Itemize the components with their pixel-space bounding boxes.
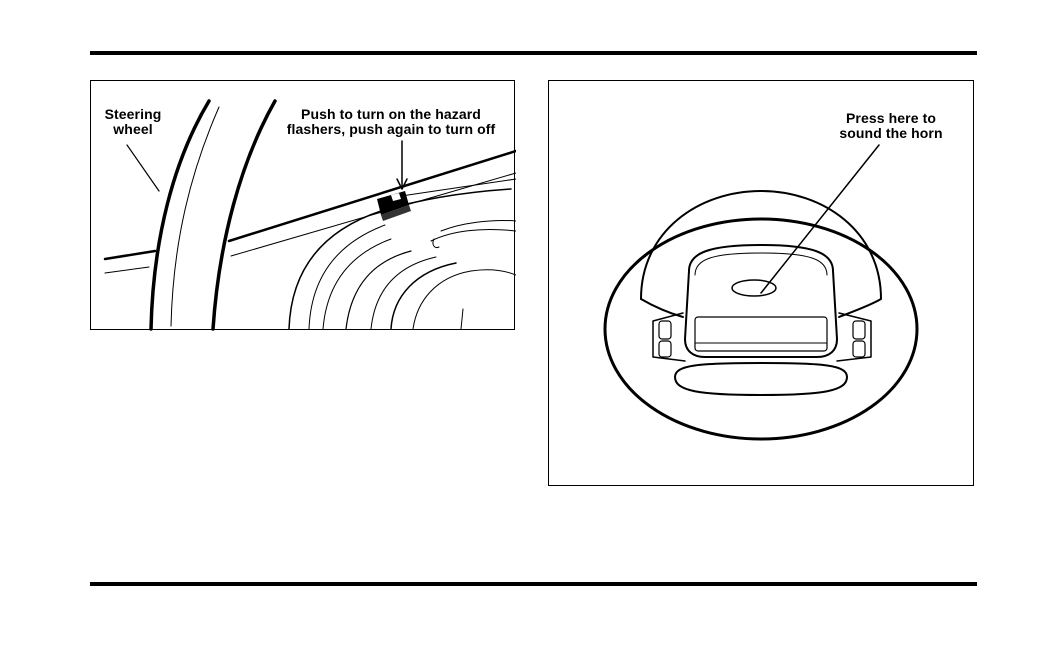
hazard-button-icon — [377, 191, 411, 221]
horn-label: Press here to sound the horn — [821, 111, 961, 141]
hazard-flashers-label: Push to turn on the hazard flashers, pus… — [271, 107, 511, 137]
steering-wheel-illustration — [549, 81, 975, 487]
hazard-flasher-figure: Steering wheel Push to turn on the hazar… — [90, 80, 515, 330]
top-rule — [90, 51, 977, 55]
steering-wheel-label: Steering wheel — [97, 107, 169, 137]
bottom-rule — [90, 582, 977, 586]
horn-figure: Press here to sound the horn — [548, 80, 974, 486]
